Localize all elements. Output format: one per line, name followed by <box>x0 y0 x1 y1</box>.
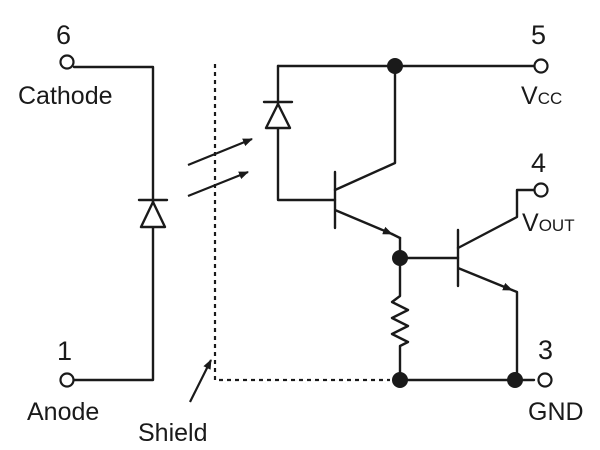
junction-dot <box>392 250 408 266</box>
photodiode-wire <box>276 64 337 202</box>
pin-1-number: 1 <box>57 336 72 366</box>
pin-3: 3 GND <box>528 335 584 426</box>
pin-6-number: 6 <box>56 20 71 50</box>
pin-6-terminal <box>59 54 75 70</box>
pin-1-terminal <box>59 372 75 388</box>
resistor-icon <box>390 256 410 382</box>
pin-3-terminal <box>537 372 553 388</box>
pin-5-terminal <box>533 58 549 74</box>
pin-6: 6 Cathode <box>18 20 113 110</box>
pin-5-number: 5 <box>531 20 546 50</box>
transistor-q1-icon <box>333 64 402 240</box>
input-led-icon <box>137 198 169 229</box>
pin-4-terminal <box>533 182 549 198</box>
pin-1: 1 Anode <box>27 336 99 426</box>
pin-6-name: Cathode <box>18 82 113 110</box>
junction-dot <box>387 58 403 74</box>
photodiode-icon <box>262 100 294 130</box>
pin-3-number: 3 <box>538 335 553 365</box>
shield: Shield <box>138 64 390 447</box>
shield-pointer <box>189 359 212 403</box>
pin-4-name: VOUT <box>522 209 575 237</box>
output-circuit <box>262 58 536 388</box>
transistor-q2-icon <box>456 188 536 382</box>
shield-label: Shield <box>138 419 208 447</box>
light-arrows-icon <box>187 137 253 198</box>
input-circuit <box>72 65 253 382</box>
shield-line <box>213 64 390 382</box>
junction-dot <box>392 372 408 388</box>
pin-5-name: VCC <box>521 82 562 110</box>
pin-4-number: 4 <box>531 148 546 178</box>
pin-4: 4 VOUT <box>522 148 575 237</box>
input-wire <box>72 65 155 382</box>
pin-3-name: GND <box>528 398 584 426</box>
junction-dot <box>507 372 523 388</box>
pin-1-name: Anode <box>27 398 99 426</box>
pin-5: 5 VCC <box>521 20 562 110</box>
